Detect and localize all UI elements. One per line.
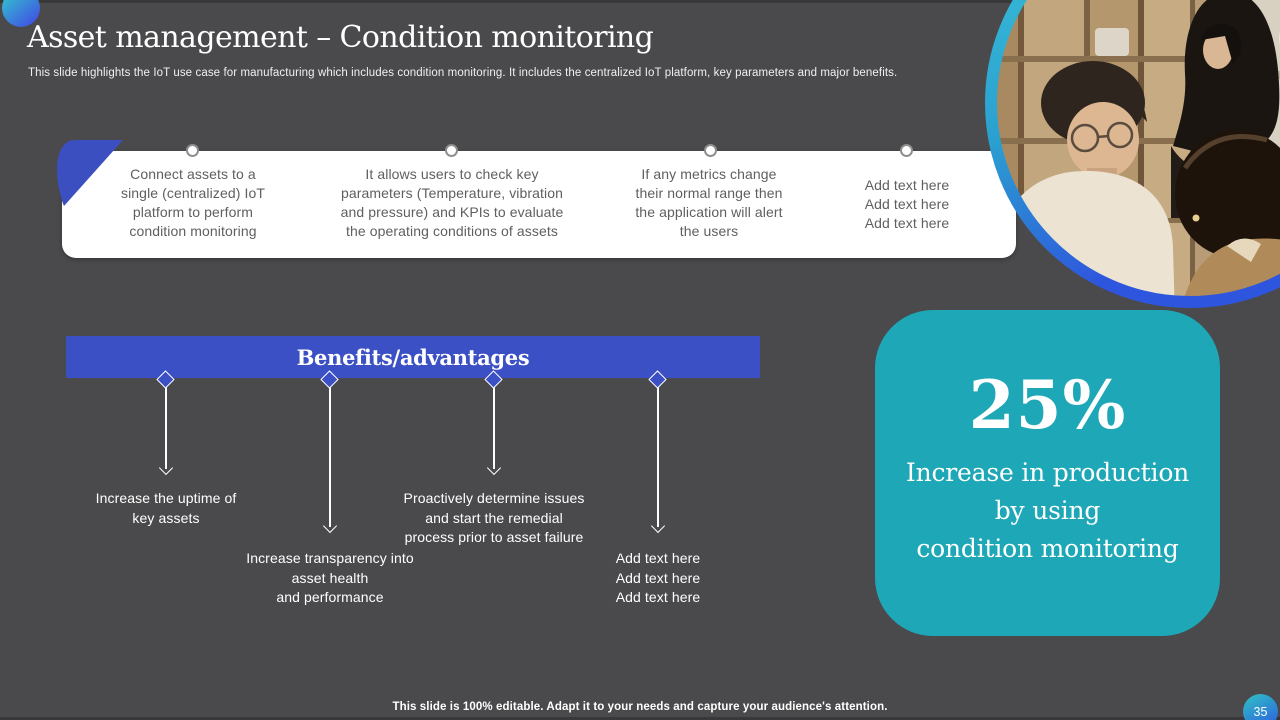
photo-content: [990, 0, 1280, 303]
photo-gradient-ring: [985, 0, 1280, 308]
step-node-icon: [900, 144, 913, 157]
page-number-badge: 35: [1243, 694, 1278, 720]
stat-line: Increase in production: [905, 458, 1190, 487]
step-line: the users: [679, 223, 739, 239]
step-line: If any metrics change: [641, 166, 777, 182]
page-subtitle: This slide highlights the IoT use case f…: [28, 67, 898, 79]
step-line[interactable]: Add text here: [864, 196, 950, 212]
step-line: the application will alert: [635, 204, 783, 220]
benefit-line: and start the remedial: [425, 509, 563, 526]
benefit-item-text: Increase transparency into asset health …: [220, 549, 440, 608]
benefit-item-placeholder[interactable]: Add text here Add text here Add text her…: [548, 549, 768, 608]
team-photo: [985, 0, 1280, 308]
benefits-header-label: Benefits/advantages: [296, 344, 530, 370]
process-step-text: Connect assets to a single (centralized)…: [68, 165, 318, 241]
benefit-line: Proactively determine issues: [403, 490, 585, 506]
step-line: and pressure) and KPIs to evaluate: [340, 204, 564, 220]
step-node-icon: [445, 144, 458, 157]
step-line: Connect assets to a: [130, 166, 256, 182]
page-title: Asset management – Condition monitoring: [27, 20, 654, 55]
benefit-line[interactable]: Add text here: [615, 569, 701, 586]
page-number: 35: [1253, 704, 1268, 719]
step-node-icon: [186, 144, 199, 157]
step-line: parameters (Temperature, vibration: [340, 185, 564, 201]
benefit-line: process prior to asset failure: [404, 529, 584, 545]
step-line: condition monitoring: [129, 223, 257, 239]
benefit-line[interactable]: Add text here: [615, 589, 701, 605]
step-line: It allows users to check key: [365, 166, 539, 182]
step-line: single (centralized) IoT: [120, 185, 265, 201]
step-line[interactable]: Add text here: [864, 177, 950, 193]
benefits-header-banner: Benefits/advantages: [66, 336, 760, 378]
stat-card: 25% Increase in production by using cond…: [875, 310, 1220, 636]
benefit-item-text: Proactively determine issues and start t…: [384, 489, 604, 548]
stat-description: Increase in production by using conditio…: [888, 454, 1208, 568]
process-step-text: It allows users to check key parameters …: [312, 165, 592, 241]
step-node-icon: [704, 144, 717, 157]
step-line: platform to perform: [132, 204, 254, 220]
benefit-line: Increase the uptime of: [95, 490, 237, 506]
stat-value: 25%: [968, 366, 1127, 444]
top-edge-strip: [0, 0, 1280, 3]
benefit-item-text: Increase the uptime of key assets: [56, 489, 276, 528]
benefit-line: and performance: [276, 589, 384, 605]
benefit-line: Increase transparency into: [246, 550, 414, 566]
footer-note: This slide is 100% editable. Adapt it to…: [392, 701, 888, 713]
process-step-text: If any metrics change their normal range…: [589, 165, 829, 241]
process-step-placeholder[interactable]: Add text here Add text here Add text her…: [827, 176, 987, 233]
benefit-line: key assets: [132, 509, 200, 526]
stat-line: condition monitoring: [916, 534, 1179, 563]
step-line: their normal range then: [635, 185, 783, 201]
stat-line: by using: [994, 496, 1101, 525]
benefit-line: asset health: [291, 569, 369, 586]
step-line: the operating conditions of assets: [346, 223, 558, 239]
bottom-edge-strip: [0, 717, 1280, 720]
ribbon-fold-accent-icon: [57, 140, 123, 206]
process-panel: [62, 151, 1016, 258]
benefit-line[interactable]: Add text here: [615, 550, 701, 566]
step-line[interactable]: Add text here: [864, 215, 950, 231]
